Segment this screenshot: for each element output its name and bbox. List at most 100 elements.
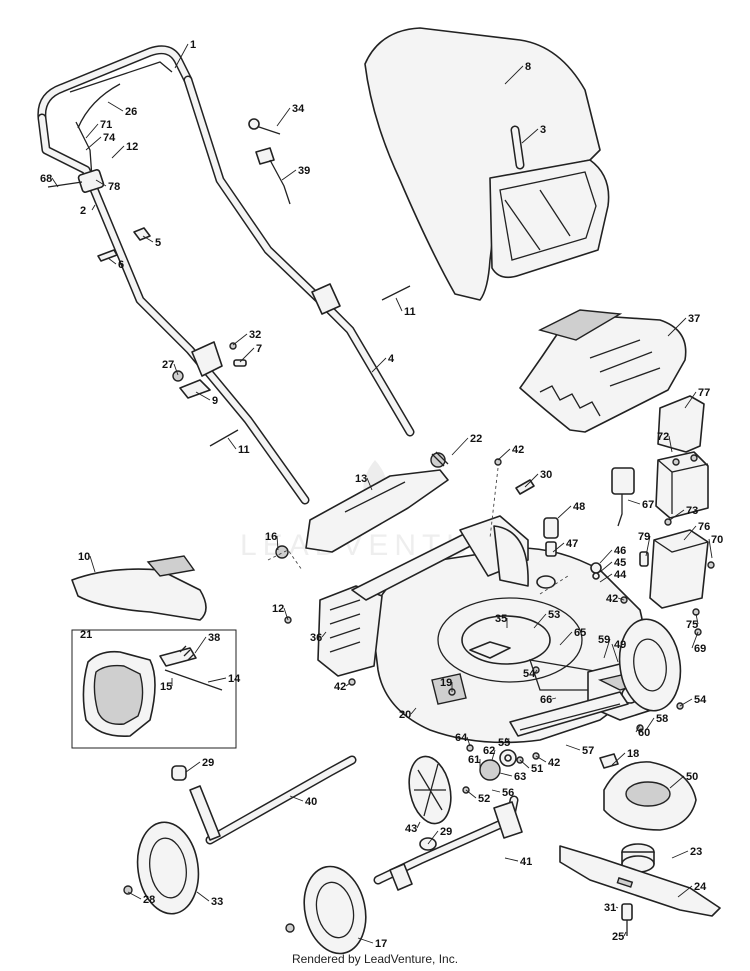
callout-label-49: 49 bbox=[614, 639, 626, 651]
callout-label-11: 11 bbox=[238, 444, 250, 456]
upper-handle bbox=[37, 45, 415, 505]
callout-leader-33 bbox=[196, 891, 210, 902]
callout-label-24: 24 bbox=[694, 881, 707, 893]
callout-label-25: 25 bbox=[612, 931, 624, 943]
callout-leader-77 bbox=[684, 391, 697, 409]
callout-label-11: 11 bbox=[404, 306, 416, 318]
callout-leader-40 bbox=[289, 795, 304, 802]
callout-label-1: 1 bbox=[190, 39, 196, 51]
callout-leader-54 bbox=[679, 698, 693, 707]
callout-label-59: 59 bbox=[598, 634, 610, 646]
credit-text: Rendered by LeadVenture, Inc. bbox=[291, 952, 459, 966]
callout-leader-22 bbox=[451, 437, 469, 456]
cable-retainer bbox=[248, 118, 291, 205]
callout-label-54: 54 bbox=[694, 694, 707, 706]
callout-label-76: 76 bbox=[698, 521, 710, 533]
callout-leader-29 bbox=[185, 761, 201, 773]
callout-leader-24 bbox=[677, 885, 693, 898]
callout-label-33: 33 bbox=[211, 896, 223, 908]
callout-label-46: 46 bbox=[614, 545, 626, 557]
callout-leader-57 bbox=[565, 744, 581, 751]
callout-leader-55 bbox=[505, 737, 511, 743]
callout-leader-58 bbox=[645, 717, 655, 731]
callout-label-37: 37 bbox=[688, 313, 700, 325]
callout-label-43: 43 bbox=[405, 823, 417, 835]
callout-label-52: 52 bbox=[478, 793, 490, 805]
callout-leader-29 bbox=[427, 830, 439, 845]
mower-blade bbox=[559, 845, 721, 936]
callout-leader-27 bbox=[173, 363, 179, 376]
callout-label-27: 27 bbox=[162, 359, 174, 371]
callout-label-73: 73 bbox=[686, 505, 698, 517]
callout-leader-39 bbox=[281, 169, 297, 181]
callout-leader-11 bbox=[227, 437, 237, 450]
rear-wheel bbox=[123, 821, 200, 915]
callout-leader-34 bbox=[276, 107, 291, 127]
callout-leader-7 bbox=[239, 347, 255, 363]
callout-label-14: 14 bbox=[228, 673, 241, 685]
callout-label-42: 42 bbox=[512, 444, 524, 456]
callout-leader-75 bbox=[695, 613, 699, 625]
callout-label-2: 2 bbox=[80, 205, 86, 217]
callout-leader-37 bbox=[667, 317, 687, 337]
callout-label-8: 8 bbox=[525, 61, 531, 73]
callout-leader-23 bbox=[671, 850, 689, 859]
rear-wheel-left-partial bbox=[493, 525, 529, 587]
callout-label-15: 15 bbox=[160, 681, 172, 693]
mower-deck bbox=[371, 547, 646, 744]
callout-label-45: 45 bbox=[614, 557, 626, 569]
rear-axle bbox=[171, 755, 357, 845]
handle-bracket bbox=[172, 341, 247, 399]
callout-leader-14 bbox=[207, 677, 227, 683]
front-wheel bbox=[285, 865, 367, 955]
callout-label-42: 42 bbox=[334, 681, 346, 693]
callout-label-22: 22 bbox=[470, 433, 482, 445]
callout-label-72: 72 bbox=[657, 431, 669, 443]
callout-leader-16 bbox=[276, 535, 279, 551]
callout-label-61: 61 bbox=[468, 754, 480, 766]
callout-leader-10 bbox=[89, 555, 96, 573]
callout-label-56: 56 bbox=[502, 787, 514, 799]
callout-leader-5 bbox=[142, 235, 154, 243]
callout-label-12: 12 bbox=[126, 141, 138, 153]
callout-label-39: 39 bbox=[298, 165, 310, 177]
callout-leader-76 bbox=[683, 525, 697, 541]
callout-leader-63 bbox=[499, 772, 513, 777]
callout-leader-11 bbox=[395, 297, 403, 312]
callout-leader-72 bbox=[668, 435, 673, 453]
callout-label-70: 70 bbox=[711, 534, 723, 546]
callout-label-79: 79 bbox=[638, 531, 650, 543]
callout-leader-8 bbox=[504, 65, 524, 85]
callout-label-5: 5 bbox=[155, 237, 161, 249]
callout-label-42: 42 bbox=[548, 757, 560, 769]
callout-label-42: 42 bbox=[606, 593, 618, 605]
callout-label-9: 9 bbox=[212, 395, 218, 407]
callout-leader-78 bbox=[95, 179, 107, 187]
callout-leader-47 bbox=[552, 542, 565, 553]
callout-label-23: 23 bbox=[690, 846, 702, 858]
callout-leader-50 bbox=[669, 775, 685, 789]
callout-label-13: 13 bbox=[355, 473, 367, 485]
grass-bag bbox=[364, 27, 610, 301]
callout-label-68: 68 bbox=[40, 173, 52, 185]
callout-leader-45 bbox=[599, 561, 613, 573]
callout-label-34: 34 bbox=[292, 103, 305, 115]
callout-label-29: 29 bbox=[202, 757, 214, 769]
cable-clip bbox=[97, 227, 151, 262]
callout-leader-64 bbox=[466, 736, 471, 747]
callout-label-62: 62 bbox=[483, 745, 495, 757]
callout-leader-59 bbox=[603, 638, 611, 659]
callout-label-55: 55 bbox=[498, 737, 510, 749]
callout-leader-41 bbox=[504, 857, 519, 862]
callout-leader-9 bbox=[195, 391, 211, 401]
callout-leader-73 bbox=[669, 509, 685, 521]
callout-label-71: 71 bbox=[100, 119, 112, 131]
callout-leader-71 bbox=[85, 123, 99, 139]
callout-label-74: 74 bbox=[103, 132, 116, 144]
callout-label-50: 50 bbox=[686, 771, 698, 783]
callout-leader-17 bbox=[357, 937, 374, 944]
callout-leader-1 bbox=[174, 43, 189, 69]
callout-leader-54 bbox=[534, 669, 538, 674]
mulch-baffle bbox=[317, 585, 383, 677]
